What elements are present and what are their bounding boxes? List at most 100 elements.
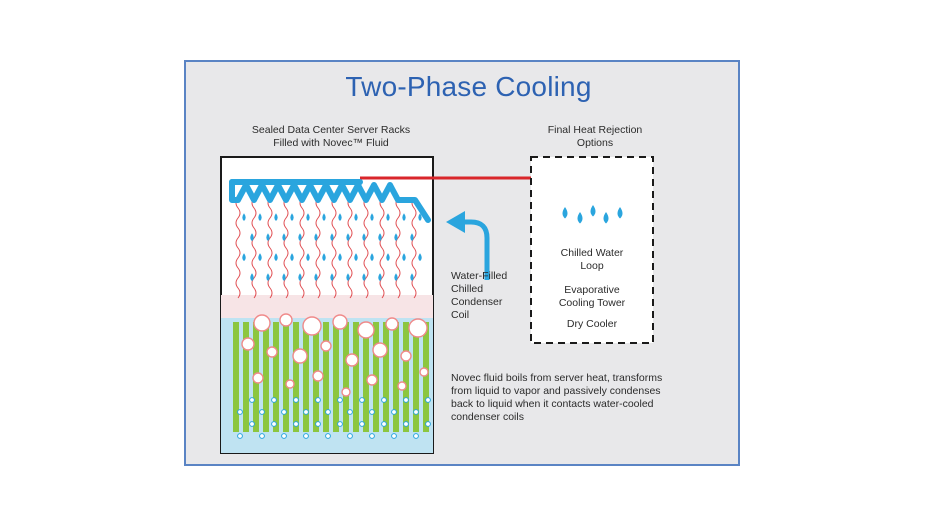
- vapor-bubble: [292, 348, 308, 364]
- droplet: [362, 273, 366, 282]
- option-evaporative-line-2: Cooling Tower: [558, 297, 626, 309]
- vapor-bubble: [400, 350, 412, 362]
- vapor-bubble: [341, 387, 351, 397]
- water-drop: [577, 212, 583, 224]
- server-board: [413, 322, 419, 432]
- liquid-bubble: [359, 421, 365, 427]
- water-drop: [562, 207, 568, 219]
- water-drop: [603, 212, 609, 224]
- liquid-bubble: [359, 397, 365, 403]
- vapor-bubble: [408, 318, 428, 338]
- heat-squiggle: [267, 197, 273, 299]
- vapor-bubble: [285, 379, 295, 389]
- option-dry-cooler: Dry Cooler: [531, 318, 653, 331]
- description-line-3: back to liquid when it contacts water-co…: [451, 398, 654, 410]
- heat-wavy-lines: [235, 197, 417, 299]
- droplet: [258, 253, 262, 262]
- condenser-coil: [229, 179, 431, 223]
- water-drop: [617, 207, 623, 219]
- droplet: [370, 213, 374, 222]
- droplet: [274, 213, 278, 222]
- droplet: [330, 273, 334, 282]
- droplet: [338, 213, 342, 222]
- droplet: [378, 233, 382, 242]
- heat-squiggle: [411, 197, 417, 299]
- liquid-bubble: [381, 421, 387, 427]
- droplet: [378, 273, 382, 282]
- heat-squiggle: [379, 197, 385, 299]
- droplet: [274, 253, 278, 262]
- liquid-bubble: [425, 397, 431, 403]
- option-dry-cooler-line: Dry Cooler: [566, 318, 618, 330]
- server-board: [403, 322, 409, 432]
- droplet: [386, 213, 390, 222]
- droplet: [250, 233, 254, 242]
- liquid-bubble: [391, 409, 397, 415]
- option-evaporative-line-1: Evaporative: [564, 284, 620, 296]
- heat-squiggle: [315, 197, 321, 299]
- condensate-droplets: [242, 213, 422, 282]
- process-description: Novec fluid boils from server heat, tran…: [451, 372, 731, 424]
- description-line-4: condenser coils: [451, 411, 524, 423]
- liquid-bubble: [381, 397, 387, 403]
- liquid-bubble: [403, 421, 409, 427]
- vapor-bubble: [332, 314, 348, 330]
- vapor-bubble: [385, 317, 399, 331]
- liquid-bubble: [281, 409, 287, 415]
- vapor-bubble: [252, 372, 264, 384]
- liquid-bubble: [315, 421, 321, 427]
- liquid-bubble: [271, 421, 277, 427]
- droplet: [322, 213, 326, 222]
- droplet: [282, 233, 286, 242]
- droplet: [250, 273, 254, 282]
- vapor-bubble: [372, 342, 388, 358]
- vapor-bubbles: [237, 313, 431, 439]
- liquid-bubble: [237, 433, 243, 439]
- option-chilled-water: Chilled Water Loop: [531, 247, 653, 273]
- droplet: [386, 253, 390, 262]
- droplet: [314, 273, 318, 282]
- droplet: [394, 273, 398, 282]
- server-board: [233, 322, 239, 432]
- description-line-2: from liquid to vapor and passively conde…: [451, 385, 661, 397]
- vapor-bubble: [397, 381, 407, 391]
- diagram-title: Two-Phase Cooling: [345, 71, 592, 102]
- droplet: [354, 213, 358, 222]
- vapor-bubble: [241, 337, 255, 351]
- heat-squiggle: [299, 197, 305, 299]
- coil-label-line-2: Chilled: [451, 283, 484, 295]
- server-board: [423, 322, 429, 432]
- droplet: [258, 213, 262, 222]
- liquid-bubble: [271, 397, 277, 403]
- heat-squiggle: [363, 197, 369, 299]
- option-chilled-water-line-2: Loop: [580, 260, 604, 272]
- water-flow-arrow-head: [446, 211, 465, 233]
- heat-rejection-box: [530, 156, 654, 344]
- server-board: [363, 322, 369, 432]
- liquid-bubble: [337, 421, 343, 427]
- liquid-bubble: [347, 409, 353, 415]
- server-board: [343, 322, 349, 432]
- liquid-bubble: [303, 409, 309, 415]
- liquid-bubble: [259, 409, 265, 415]
- vapor-bubble: [312, 370, 324, 382]
- liquid-bubble: [369, 433, 375, 439]
- rejection-label: Final Heat Rejection Options: [520, 124, 670, 150]
- heat-squiggle: [331, 197, 337, 299]
- droplet: [402, 213, 406, 222]
- rejection-label-line-1: Final Heat Rejection: [547, 124, 643, 136]
- description-line-1: Novec fluid boils from server heat, tran…: [451, 372, 663, 384]
- droplet: [346, 233, 350, 242]
- droplet: [298, 233, 302, 242]
- heat-squiggle: [235, 197, 241, 299]
- server-board: [243, 322, 249, 432]
- server-board: [393, 322, 399, 432]
- vapor-bubble: [302, 316, 322, 336]
- droplet: [266, 233, 270, 242]
- vapor-bubble: [345, 353, 359, 367]
- heat-squiggle: [283, 197, 289, 299]
- droplet: [306, 253, 310, 262]
- liquid-bubble: [293, 397, 299, 403]
- droplet: [346, 273, 350, 282]
- vapor-bubble: [279, 313, 293, 327]
